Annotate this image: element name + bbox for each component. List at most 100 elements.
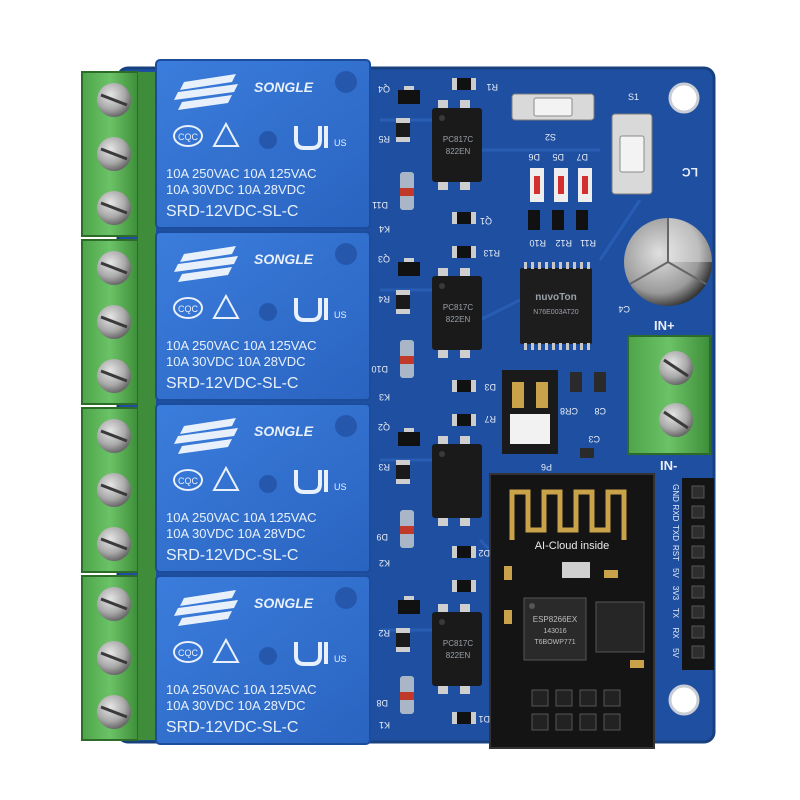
- silk-lc: LC: [682, 165, 698, 179]
- esp-chip-line2: 143016: [543, 628, 566, 635]
- header-pin-label: 5V: [671, 568, 680, 578]
- silk-d7: D7: [576, 152, 588, 162]
- silk-r11: R11: [580, 238, 596, 248]
- optocoupler: PC817C 822EN: [432, 268, 482, 358]
- relay-rating-dc: 10A 30VDC 10A 28VDC: [166, 698, 305, 713]
- relay-brand: SONGLE: [254, 79, 314, 95]
- silk-c8: C8: [594, 406, 606, 416]
- silk-r12: R12: [555, 238, 572, 248]
- silk-s1: S1: [628, 92, 639, 102]
- optocoupler: [432, 436, 482, 526]
- warning-triangle-icon: [212, 121, 240, 147]
- opto-label-line1: PC817C: [443, 639, 473, 648]
- terminal-screw[interactable]: [97, 191, 131, 225]
- header-label: IN-: [660, 458, 677, 473]
- silk-r3: R3: [378, 462, 390, 472]
- silk-d3: D3: [484, 382, 496, 392]
- relay-rating-dc: 10A 30VDC 10A 28VDC: [166, 526, 305, 541]
- cqc-mark: CQC: [178, 304, 199, 314]
- ul-us: US: [334, 654, 347, 664]
- antenna-label: AI-Cloud inside: [535, 540, 610, 552]
- ul-us: US: [334, 482, 347, 492]
- cqc-mark: CQC: [178, 648, 199, 658]
- terminal-screws: [97, 83, 131, 729]
- silk-d8: D8: [376, 698, 388, 708]
- mounting-holes: [668, 82, 700, 716]
- opto-label-line2: 822EN: [446, 147, 471, 156]
- mcu-label-line1: nuvoTon: [535, 292, 576, 303]
- silk-k1: K1: [379, 720, 390, 730]
- silkscreen: S1 S2 LC C4 D5 D6 D7 R1 R10 R11 R12 R13 …: [371, 82, 698, 730]
- silk-r4: R4: [378, 294, 390, 304]
- relay-rating-ac: 10A 250VAC 10A 125VAC: [166, 166, 317, 181]
- relay-brand: SONGLE: [254, 251, 314, 267]
- terminal-screw[interactable]: [97, 527, 131, 561]
- silk-d2: D2: [478, 548, 490, 558]
- silk-d5: D5: [552, 152, 564, 162]
- terminal-screw[interactable]: [97, 137, 131, 171]
- terminal-screw[interactable]: [97, 83, 131, 117]
- silk-k3: K3: [379, 392, 390, 402]
- opto-label-line1: PC817C: [443, 303, 473, 312]
- terminal-screw[interactable]: [97, 641, 131, 675]
- esp-chip-line3: T6BOWP771: [534, 639, 575, 646]
- silk-r1: R1: [486, 82, 498, 92]
- header-pin-label: TX: [671, 608, 680, 619]
- silk-d6: D6: [528, 152, 540, 162]
- silk-k4: K4: [379, 224, 390, 234]
- silk-q4: Q4: [378, 84, 390, 94]
- terminal-screw[interactable]: [97, 305, 131, 339]
- terminal-screw[interactable]: [97, 419, 131, 453]
- silk-q3: Q3: [378, 254, 390, 264]
- header-pin-label: RST: [671, 545, 680, 561]
- relay-model: SRD-12VDC-SL-C: [166, 375, 298, 392]
- cqc-mark: CQC: [178, 132, 199, 142]
- silk-r5: R5: [378, 134, 390, 144]
- header-pin-label: TXD: [671, 525, 680, 541]
- terminal-screw[interactable]: [97, 473, 131, 507]
- silk-q2: Q2: [378, 422, 390, 432]
- header-pin-label: RX: [671, 627, 680, 639]
- songle-logo: [174, 590, 238, 626]
- silk-s2: S2: [545, 132, 556, 142]
- silk-d9: D9: [376, 532, 388, 542]
- opto-label-line2: 822EN: [446, 651, 471, 660]
- silk-c3: C3: [588, 434, 600, 444]
- silk-r2: R2: [378, 628, 390, 638]
- optocoupler: PC817C 822EN: [432, 604, 482, 694]
- electrolytic-capacitor: [624, 218, 712, 306]
- power-input-terminal[interactable]: [627, 335, 711, 455]
- pin-header[interactable]: [682, 478, 714, 670]
- mcu-chip: nuvoTon N76E003AT20: [520, 262, 592, 350]
- header-pin-label: 3V3: [671, 586, 680, 601]
- relay-model: SRD-12VDC-SL-C: [166, 203, 298, 220]
- terminal-screw[interactable]: [97, 251, 131, 285]
- terminal-screw[interactable]: [97, 359, 131, 393]
- power-label: IN+: [654, 318, 675, 333]
- push-button-s1[interactable]: [611, 113, 653, 195]
- silk-p6: P6: [541, 462, 552, 472]
- esp-chip-line1: ESP8266EX: [533, 615, 578, 624]
- cqc-mark: CQC: [178, 476, 199, 486]
- jumper-header[interactable]: [502, 370, 558, 454]
- opto-label-line2: 822EN: [446, 315, 471, 324]
- relay-rating-dc: 10A 30VDC 10A 28VDC: [166, 354, 305, 369]
- songle-logo: [174, 418, 238, 454]
- mcu-label-line2: N76E003AT20: [533, 309, 579, 316]
- silk-r13: R13: [483, 248, 500, 258]
- push-button-s2[interactable]: [511, 93, 595, 121]
- silk-d10: D10: [371, 364, 388, 374]
- relay-brand: SONGLE: [254, 595, 314, 611]
- terminal-screw[interactable]: [97, 695, 131, 729]
- silk-c4: C4: [618, 304, 630, 314]
- relay-rating-dc: 10A 30VDC 10A 28VDC: [166, 182, 305, 197]
- ul-us: US: [334, 310, 347, 320]
- silk-d11: D11: [372, 200, 388, 210]
- terminal-screw[interactable]: [97, 587, 131, 621]
